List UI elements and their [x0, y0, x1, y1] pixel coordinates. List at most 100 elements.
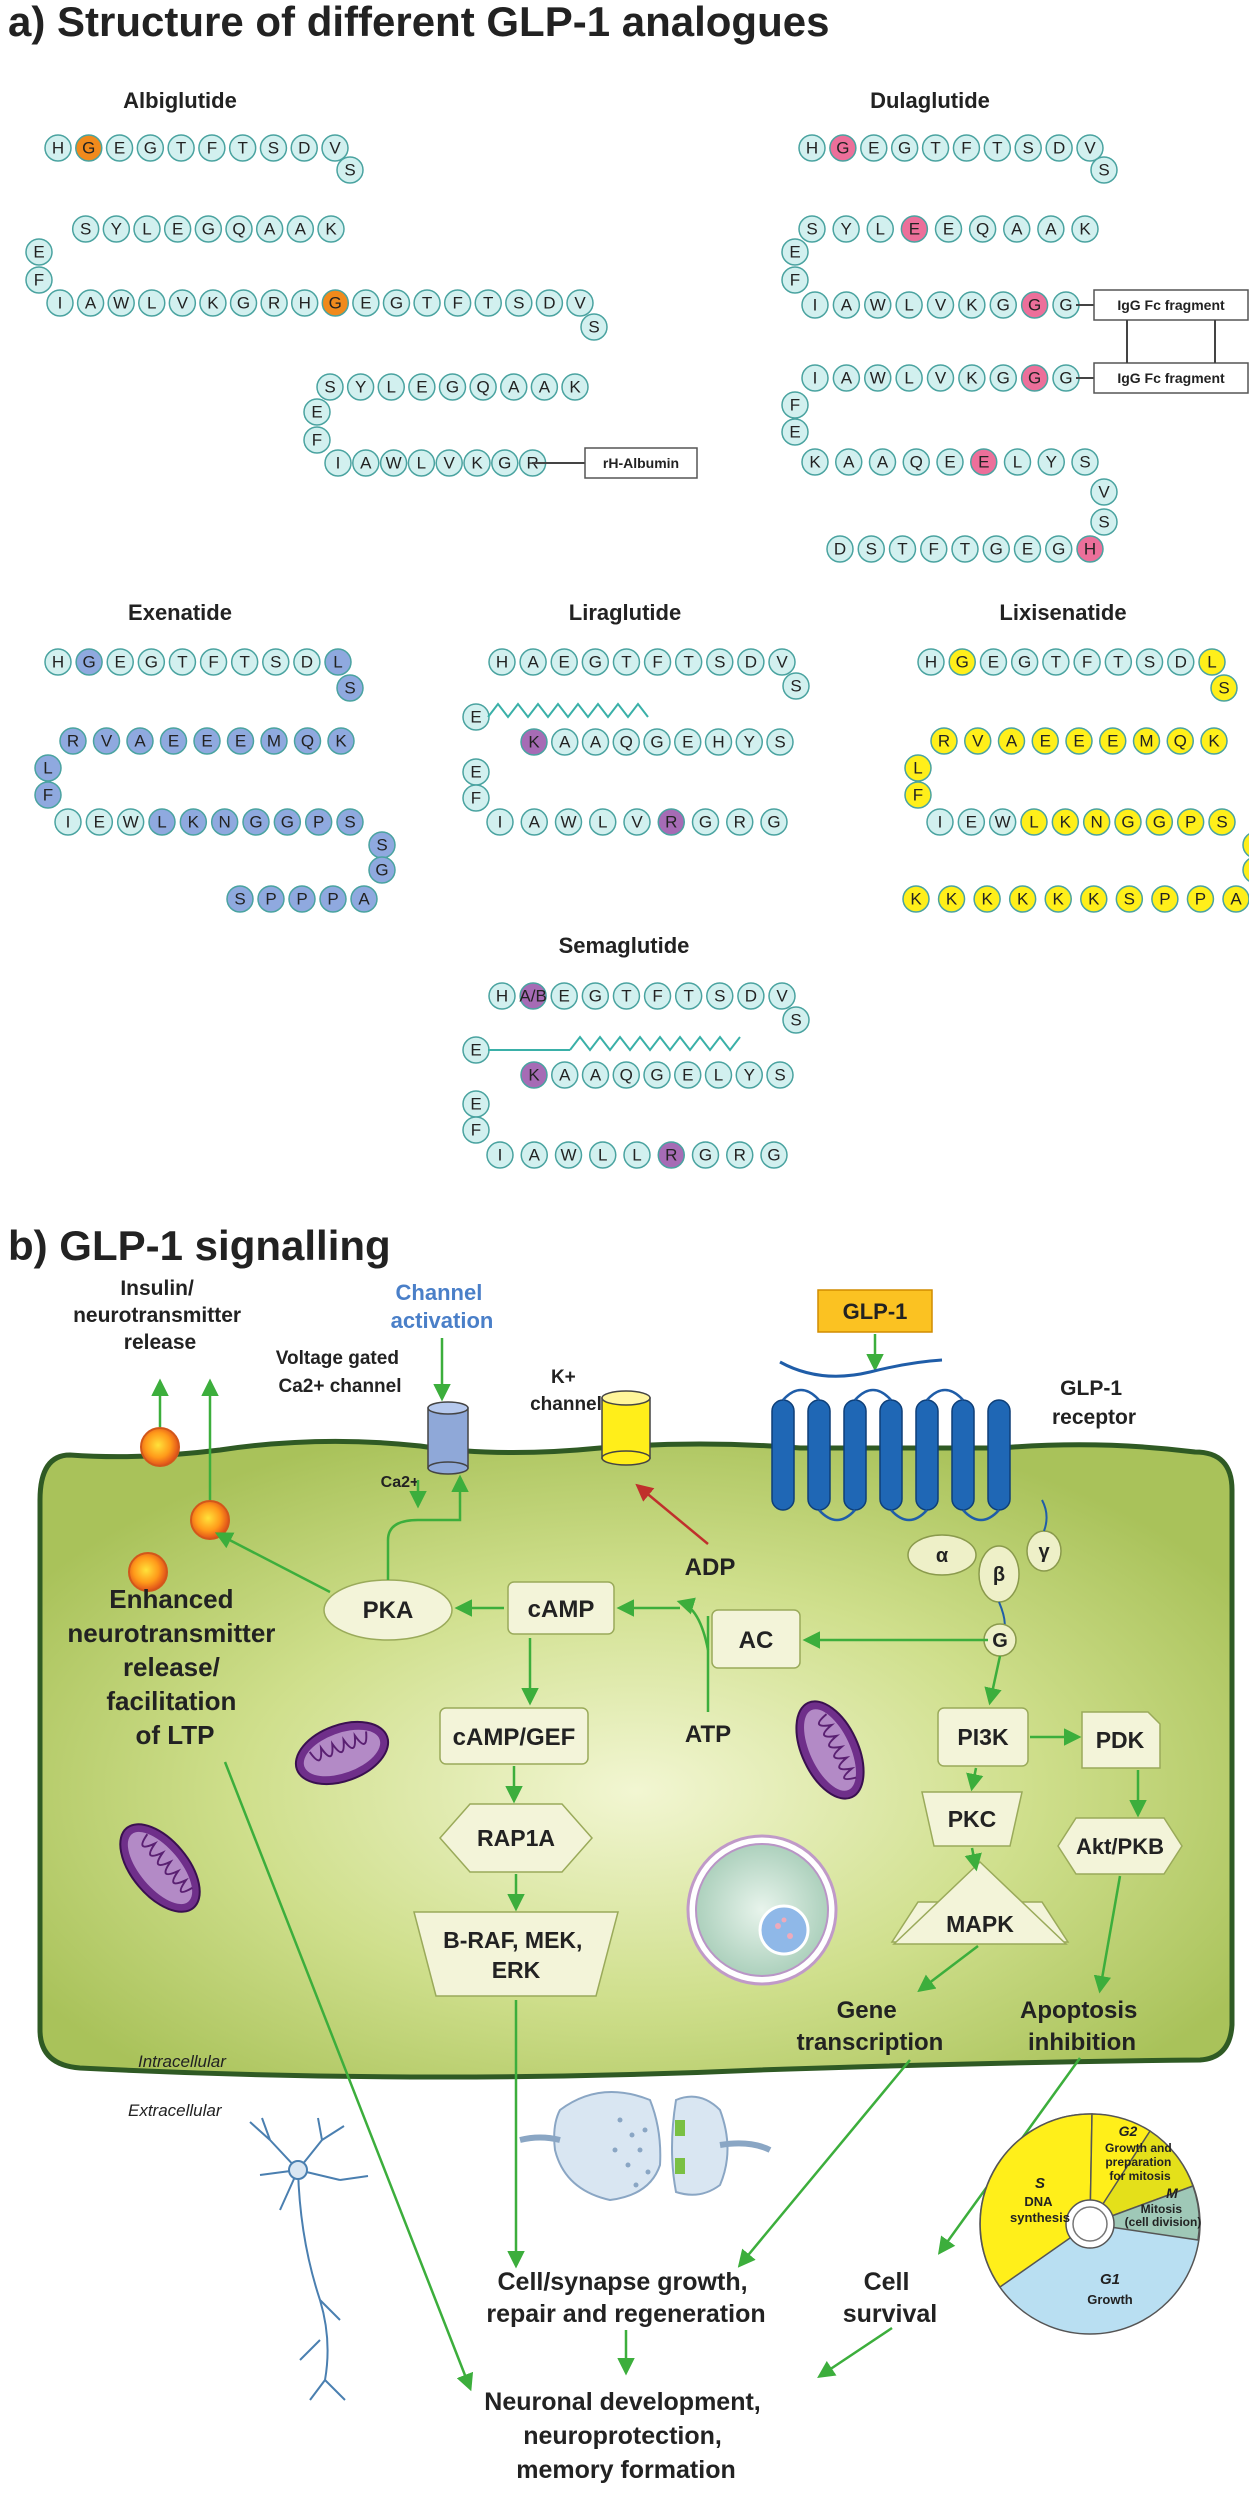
residue-circle — [1044, 885, 1072, 913]
residue-circle — [324, 449, 352, 477]
residue-circle — [321, 134, 349, 162]
residue-letter: V — [329, 139, 341, 158]
residue-circle — [462, 784, 490, 812]
gene-transcription-label: Gene transcription — [797, 1997, 944, 2056]
residue-circle — [1014, 134, 1042, 162]
residue-letter: H — [52, 139, 64, 158]
residue-letter: S — [234, 890, 245, 909]
residue-letter: A — [360, 454, 372, 473]
residue-circle — [798, 134, 826, 162]
extracellular-label: Extracellular — [128, 2101, 223, 2120]
residue-circle — [520, 1061, 548, 1089]
residue-letter: L — [147, 294, 156, 313]
residue-letter: P — [1159, 890, 1170, 909]
residue-circle — [379, 449, 408, 477]
residue-circle — [106, 648, 134, 676]
residue-circle — [435, 449, 463, 477]
residue-circle — [895, 291, 923, 319]
section-a-title: a) Structure of different GLP-1 analogue… — [8, 0, 829, 45]
residue-letter: E — [1107, 732, 1118, 751]
residue-circle — [44, 134, 72, 162]
residue-letter: G — [767, 1146, 780, 1165]
g1-desc: Growth — [1087, 2292, 1133, 2307]
residue-circle — [982, 535, 1010, 563]
residue-circle — [133, 215, 161, 243]
residue-circle — [657, 1141, 685, 1169]
residue-letter: L — [1013, 453, 1022, 472]
residue-letter: K — [910, 890, 922, 909]
residue-circle — [835, 448, 863, 476]
residue-circle — [1167, 648, 1195, 676]
vesicle — [140, 1427, 180, 1467]
s-desc: DNA synthesis — [1010, 2194, 1070, 2225]
residue-circle — [904, 781, 932, 809]
residue-circle — [860, 134, 888, 162]
residue-circle — [926, 291, 955, 319]
residue-circle — [704, 1061, 733, 1089]
residue-circle — [643, 1061, 671, 1089]
albumin-label: rH-Albumin — [603, 455, 679, 471]
residue-letter: E — [470, 1095, 481, 1114]
svg-text:AC: AC — [739, 1627, 774, 1654]
residue-letter: S — [1023, 139, 1034, 158]
residue-letter: G — [82, 653, 95, 672]
residue-letter: P — [296, 890, 307, 909]
residue-circle — [550, 982, 578, 1010]
residue-circle — [199, 289, 227, 317]
residue-letter: G — [82, 139, 95, 158]
residue-circle — [1166, 727, 1194, 755]
residue-circle — [368, 856, 396, 884]
residue-circle — [900, 215, 929, 243]
residue-letter: A — [358, 890, 370, 909]
residue-circle — [225, 215, 253, 243]
residue-letter: S — [1124, 890, 1135, 909]
residue-letter: I — [813, 296, 818, 315]
residue-circle — [1151, 885, 1179, 913]
residue-letter: S — [714, 653, 725, 672]
residue-circle — [46, 289, 74, 317]
residue-circle — [462, 1116, 490, 1144]
residue-circle — [551, 728, 579, 756]
insulin-release-label: Insulin/ neurotransmitter release — [73, 1277, 247, 1354]
residue-letter: S — [344, 679, 355, 698]
residue-letter: K — [1208, 732, 1220, 751]
residue-letter: Y — [840, 220, 851, 239]
residue-circle — [1020, 808, 1048, 836]
residue-letter: Q — [620, 1066, 633, 1085]
residue-letter: E — [115, 653, 126, 672]
residue-letter: A — [529, 813, 541, 832]
residue-circle — [505, 289, 533, 317]
residue-letter: G — [145, 653, 158, 672]
residue-letter: R — [268, 294, 280, 313]
residue-circle — [726, 1141, 754, 1169]
residue-letter: K — [966, 369, 978, 388]
residue-letter: P — [1185, 813, 1196, 832]
residue-letter: Q — [976, 220, 989, 239]
residue-letter: V — [631, 813, 643, 832]
residue-circle — [1010, 648, 1039, 676]
residue-circle — [500, 373, 528, 401]
residue-circle — [888, 535, 917, 563]
residue-letter: K — [981, 890, 993, 909]
residue-letter: G — [589, 653, 602, 672]
residue-circle — [554, 1141, 583, 1169]
residue-circle — [857, 535, 885, 563]
residue-circle — [226, 727, 255, 755]
intracellular-label: Intracellular — [138, 2052, 227, 2071]
residue-letter: E — [789, 423, 800, 442]
residue-letter: G — [589, 987, 602, 1006]
residue-circle — [474, 289, 502, 317]
residue-circle — [973, 885, 1001, 913]
residue-circle — [1210, 674, 1238, 702]
residue-letter: T — [237, 139, 247, 158]
residue-letter: E — [978, 453, 989, 472]
residue-letter: Y — [1046, 453, 1057, 472]
residue-circle — [726, 808, 754, 836]
receptor-helix — [951, 1399, 975, 1511]
vesicle — [128, 1552, 168, 1592]
residue-circle — [321, 289, 350, 317]
residue-letter: H — [299, 294, 311, 313]
residue-letter: G — [446, 378, 459, 397]
residue-letter: K — [528, 733, 540, 752]
residue-circle — [1090, 508, 1118, 536]
